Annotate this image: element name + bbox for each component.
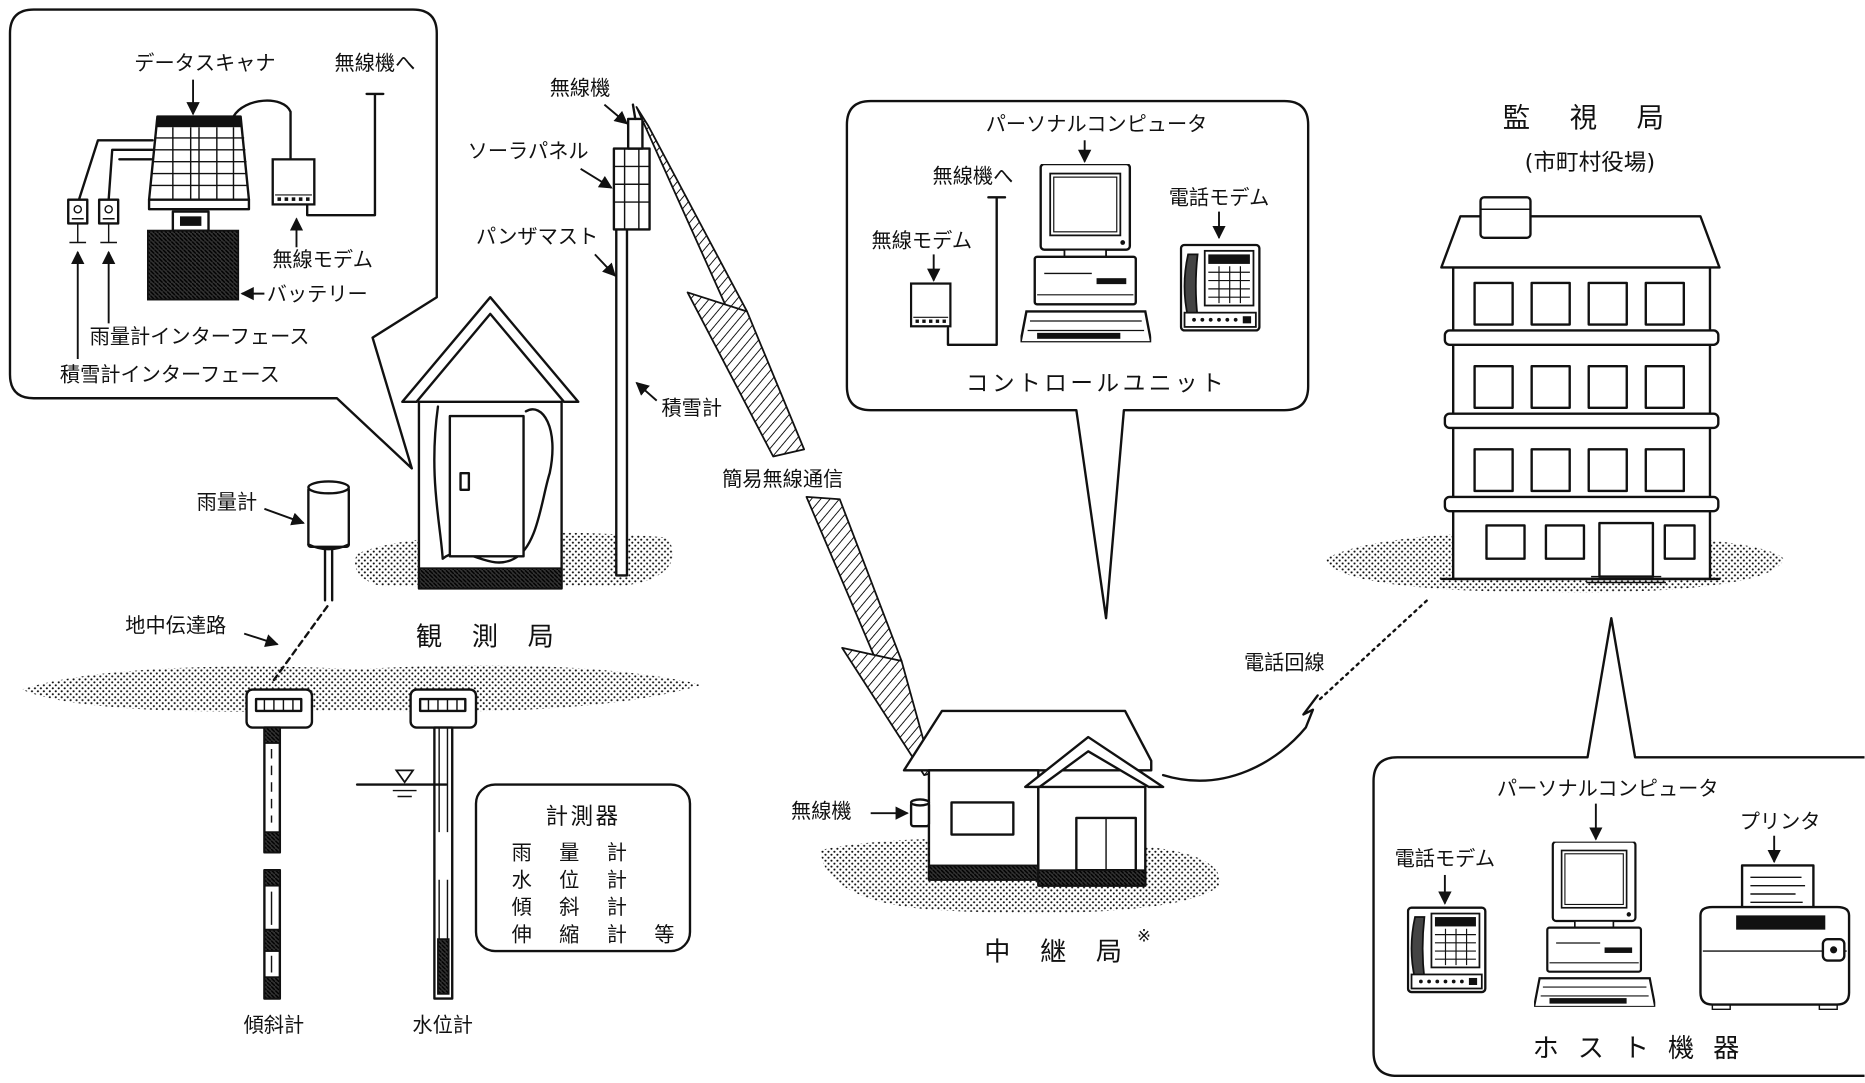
control-to-radio-label: 無線機へ (933, 164, 1014, 188)
water-level-gauge (355, 688, 478, 1000)
to-radio-label: 無線機へ (335, 51, 416, 75)
rain-gauge-arrow (264, 507, 305, 526)
host-equipment-callout: パーソナルコンピュータ プリンタ 電話モデム ホ ス ト 機 器 (1372, 616, 1865, 1078)
host-equipment-title: ホ ス ト 機 器 (1533, 1034, 1745, 1064)
radio-modem-label: 無線モデム (272, 247, 373, 271)
instruments-title: 計測器 (546, 804, 621, 830)
mast-radio-label: 無線機 (550, 76, 611, 100)
relay-window (950, 801, 1015, 836)
radio-mast (612, 103, 651, 577)
rain-gauge-label: 雨量計 (197, 490, 258, 514)
observation-hut (401, 296, 580, 590)
control-antenna-cable (946, 196, 1007, 346)
mast-radio-arrow (603, 103, 628, 125)
callout-balloon (845, 99, 1310, 620)
solar-panel (612, 147, 651, 231)
water-level-gauge-label: 水位計 (412, 1013, 473, 1037)
underground-path-label: 地中伝達路 (125, 613, 226, 637)
snow-gauge-label: 積雪計 (661, 396, 722, 420)
host-pc-label: パーソナルコンピュータ (1497, 776, 1719, 800)
control-radio-modem (909, 282, 952, 328)
inclinometer (245, 688, 314, 1000)
snow-gauge-arrow (635, 381, 658, 402)
mast-radio (626, 103, 644, 150)
phone-line-label: 電話回線 (1244, 650, 1325, 674)
data-scanner-label: データスキャナ (134, 51, 275, 75)
host-phone-modem (1406, 906, 1487, 994)
building-entrance (1598, 521, 1655, 578)
control-unit-callout: パーソナルコンピュータ 無線機へ 電話モデム 無線モデム コントロールユニット (845, 99, 1310, 620)
control-pc-label: パーソナルコンピュータ (986, 112, 1208, 136)
monitoring-station-subtitle: (市町村役場) (1525, 150, 1656, 176)
underground-band (21, 665, 702, 712)
control-phone-modem-label: 電話モデム (1169, 185, 1270, 209)
antenna-cable (306, 92, 385, 217)
relay-station-title: 中 継 局 (984, 938, 1133, 968)
solar-panel-arrow (580, 168, 613, 189)
radio-modem (271, 158, 316, 206)
relay-building (902, 709, 1165, 887)
building-windows (1473, 281, 1696, 560)
observation-station-title: 観 測 局 (416, 623, 565, 653)
printer-label: プリンタ (1740, 810, 1821, 834)
instrument-item: 傾 斜 計 (512, 895, 638, 919)
observation-equipment-callout: データスキャナ 無線機へ 無線モデ (8, 8, 438, 470)
snow-interface-label: 積雪計インターフェース (60, 363, 280, 387)
monitoring-building (1440, 196, 1721, 584)
rain-gauge (307, 480, 350, 602)
radio-link-label: 簡易無線通信 (722, 467, 843, 491)
battery (146, 210, 240, 301)
data-scanner (147, 115, 251, 211)
relay-radio-label: 無線機 (791, 799, 852, 823)
rain-gauge-interface (97, 198, 120, 244)
rain-interface-label: 雨量計インターフェース (90, 325, 310, 349)
control-unit-title: コントロールユニット (966, 371, 1227, 397)
control-phone-modem (1179, 243, 1261, 332)
relay-note-mark: ※ (1137, 927, 1151, 946)
battery-label: バッテリー (267, 282, 368, 306)
inclinometer-label: 傾斜計 (244, 1013, 305, 1037)
sensor-cables (77, 139, 154, 201)
instrument-item: 水 位 計 (512, 868, 638, 892)
monitoring-station-title: 監 視 局 (1503, 103, 1680, 134)
mast-label: パンザマスト (476, 225, 598, 249)
instruments-box: 計測器 雨 量 計 水 位 計 傾 斜 計 伸 縮 計 等 (474, 783, 692, 953)
phone-line (1161, 694, 1319, 782)
snow-gauge-interface (67, 198, 89, 244)
host-phone-modem-label: 電話モデム (1395, 846, 1496, 870)
instrument-item: 雨 量 計 (512, 841, 638, 865)
instrument-item: 伸 縮 計 等 (512, 923, 685, 947)
control-radio-modem-label: 無線モデム (872, 228, 973, 252)
scanner-to-modem-cable (232, 99, 292, 160)
underground-path-arrow (243, 632, 279, 648)
hut-door-handle (459, 471, 471, 491)
panzer-mast (615, 227, 629, 577)
solar-panel-label: ソーラパネル (468, 139, 589, 163)
radio-link-bolt (635, 106, 934, 776)
relay-radio (909, 798, 931, 828)
mast-arrow (594, 253, 617, 277)
printer (1699, 864, 1851, 1011)
phone-line-dotted (1318, 599, 1429, 701)
